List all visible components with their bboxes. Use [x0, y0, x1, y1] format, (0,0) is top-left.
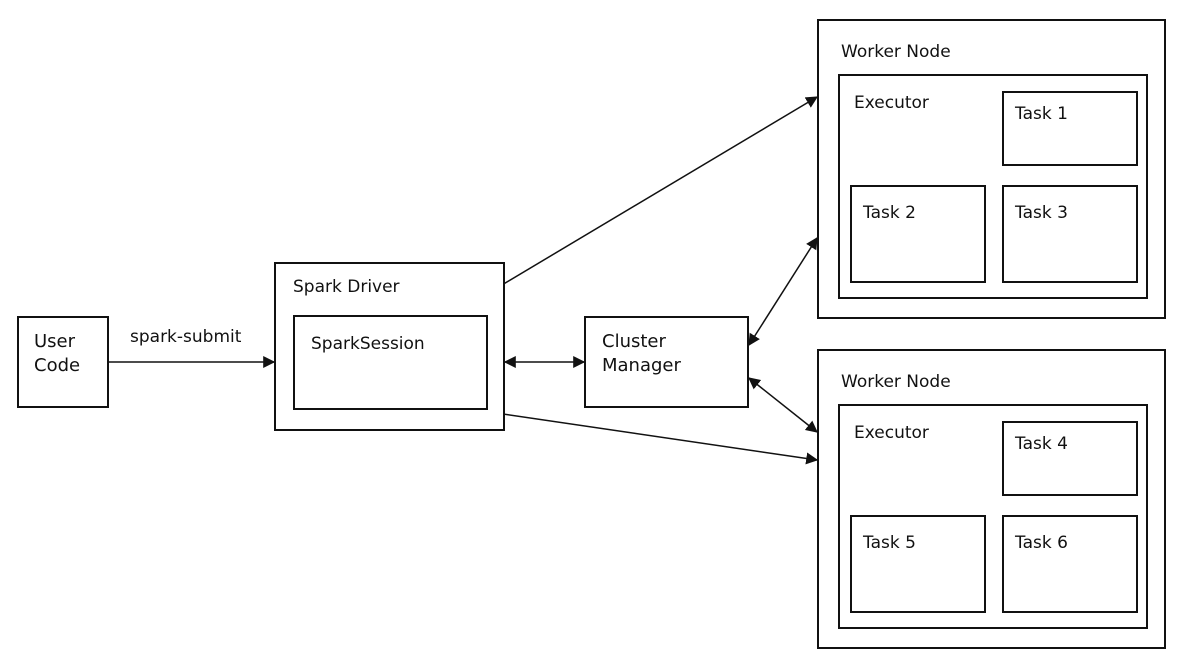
arrow-driver-worker-node-1 — [453, 96, 819, 314]
user-code-box: User Code — [17, 316, 109, 408]
worker-node-1-box: Worker Node Executor Task 1 Task 2 Task … — [817, 19, 1166, 319]
task-5-label: Task 5 — [863, 533, 916, 553]
worker-node-2-box: Worker Node Executor Task 4 Task 5 Task … — [817, 349, 1166, 649]
worker-node-1-label: Worker Node — [841, 42, 951, 62]
task-3-label: Task 3 — [1015, 203, 1068, 223]
worker-node-2-label: Worker Node — [841, 372, 951, 392]
cluster-manager-box: Cluster Manager — [584, 316, 749, 408]
user-code-label: User Code — [34, 331, 81, 376]
spark-session-box: SparkSession — [293, 315, 488, 410]
executor-1-box: Executor Task 1 Task 2 Task 3 — [838, 74, 1148, 299]
executor-2-box: Executor Task 4 Task 5 Task 6 — [838, 404, 1148, 629]
task-2-box: Task 2 — [850, 185, 986, 283]
arrow-driver-worker-node-2 — [453, 402, 819, 465]
task-4-box: Task 4 — [1002, 421, 1138, 496]
executor-2-label: Executor — [854, 423, 929, 443]
executor-1-label: Executor — [854, 93, 929, 113]
cluster-manager-label: Cluster Manager — [602, 331, 681, 376]
spark-driver-label: Spark Driver — [293, 277, 400, 297]
task-3-box: Task 3 — [1002, 185, 1138, 283]
task-2-label: Task 2 — [863, 203, 916, 223]
task-1-label: Task 1 — [1015, 104, 1068, 124]
task-5-box: Task 5 — [850, 515, 986, 613]
task-1-box: Task 1 — [1002, 91, 1138, 166]
arrow-cluster-manager-worker-node-2 — [748, 377, 818, 433]
spark-driver-box: Spark Driver SparkSession — [274, 262, 505, 431]
task-4-label: Task 4 — [1015, 434, 1068, 454]
task-6-label: Task 6 — [1015, 533, 1068, 553]
spark-session-label: SparkSession — [311, 334, 425, 354]
spark-submit-label: spark-submit — [130, 327, 242, 347]
arrow-cluster-manager-worker-node-1 — [748, 236, 818, 347]
task-6-box: Task 6 — [1002, 515, 1138, 613]
